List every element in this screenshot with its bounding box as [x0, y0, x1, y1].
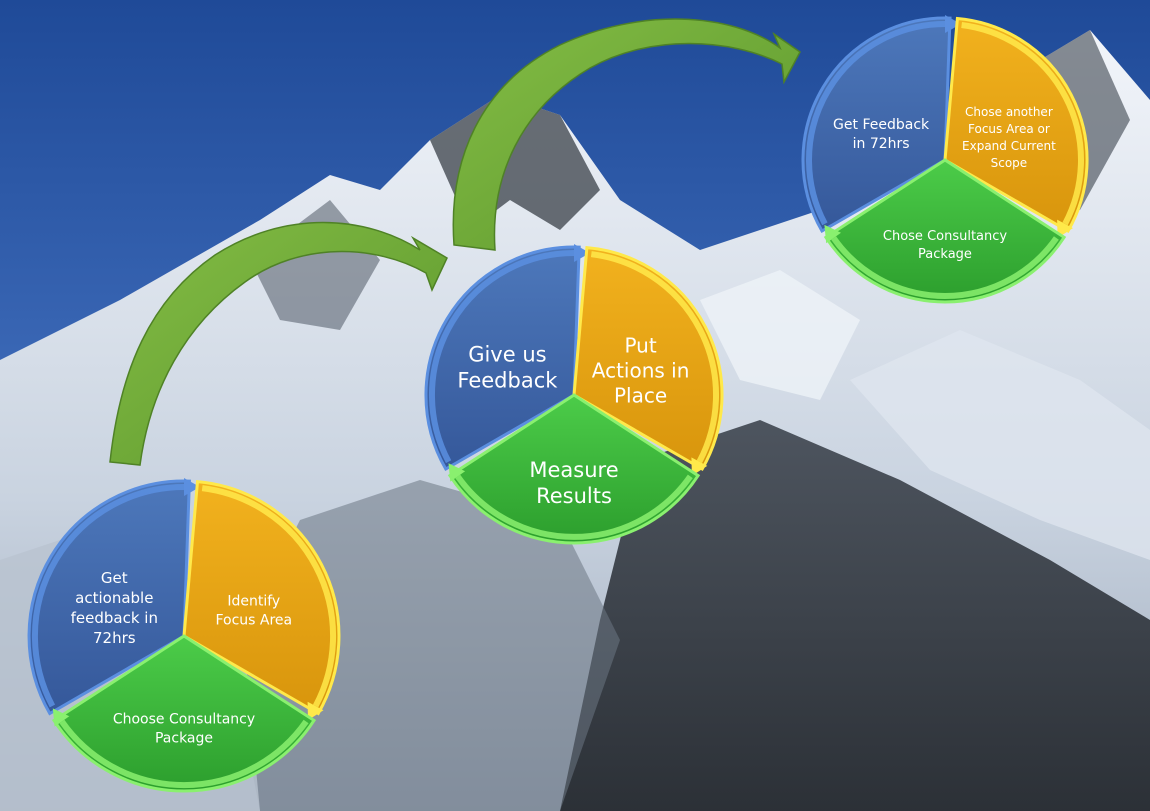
cycle-3-orange-label-line: Chose another	[965, 104, 1053, 118]
cycle-1-orange-label-line: Identify	[227, 594, 280, 610]
cycle-3-orange-label-line: Scope	[991, 155, 1028, 169]
cycle-3-green-label-line: Package	[918, 247, 972, 262]
cycle-1-green-arrowhead	[52, 708, 70, 727]
cycle-3-green-arrowhead	[824, 224, 841, 244]
cycle-2-blue-rim	[428, 250, 575, 464]
cycle-2-orange-label-line: Actions in	[592, 358, 690, 382]
cycle-2-blue-label-line: Feedback	[457, 368, 558, 392]
cycle-3-orange-label-line: Expand Current	[962, 138, 1056, 152]
cycle-1-blue-arrowhead	[184, 478, 200, 496]
cycle-1-segment-blue: Get actionable feedback in 72hrs	[27, 478, 200, 716]
cycle-2-orange-arrowhead	[691, 457, 708, 476]
cycle-1-blue-rim	[31, 484, 185, 708]
cycle-2-orange-label-line: Put	[624, 333, 656, 357]
cycle-1-green-label-line: Choose Consultancy	[113, 712, 255, 728]
cycle-3-green-label-line: Chose Consultancy	[883, 229, 1008, 244]
cycle-1-green-rim	[59, 719, 309, 789]
cycle-3-blue-label: Get Feedback in 72hrs	[833, 117, 930, 152]
connector-arrow-1-to-2	[109, 221, 448, 466]
cycle-3-blue-label-line: in 72hrs	[853, 136, 910, 152]
cycle-2-blue-label-line: Give us	[468, 342, 546, 366]
cycle-3-blue-arrowhead	[945, 15, 961, 33]
cycle-2-green-wedge	[447, 393, 701, 545]
cycle-3-segment-blue: Get Feedback in 72hrs	[801, 15, 961, 234]
cycle-1-blue-label: Get actionable feedback in 72hrs	[71, 569, 158, 647]
cycle-2-orange-label-line: Place	[614, 383, 667, 407]
cycle-2-green-label-line: Measure	[529, 458, 618, 482]
cycle-3-orange-arrowhead	[1057, 219, 1073, 238]
cycle-2-green-rim	[455, 474, 693, 540]
cycle-3-green-wedge	[823, 158, 1067, 304]
cycle-2-green-label-line: Results	[536, 484, 612, 508]
cycle-2-green-arrowhead	[448, 463, 466, 482]
cycle-1-orange-label-line: Focus Area	[215, 613, 292, 629]
connector-arrow-2-to-3	[452, 18, 801, 251]
cycle-3-blue-rim	[806, 21, 946, 226]
cycle-1-green-wedge	[51, 634, 317, 793]
cycle-3-green-rim	[831, 236, 1059, 299]
cycle-1-orange-rim	[201, 485, 337, 708]
cycle-3-blue-label-line: Get Feedback	[833, 117, 930, 133]
cycle-2-orange-rim	[590, 251, 720, 464]
cycle-3-orange-rim	[961, 22, 1084, 226]
cycle-2-blue-arrowhead	[574, 244, 590, 262]
cycle-1-blue-label-line: actionable	[75, 589, 153, 607]
cycle-1-blue-label-line: feedback in	[71, 609, 158, 627]
cycle-1-green-label-line: Package	[155, 731, 213, 747]
cycle-1-blue-label-line: Get	[101, 569, 128, 587]
cycle-1-orange-arrowhead	[307, 701, 324, 721]
cycle-3-orange-label-line: Focus Area or	[968, 121, 1050, 135]
cycle-1-blue-label-line: 72hrs	[93, 629, 136, 647]
